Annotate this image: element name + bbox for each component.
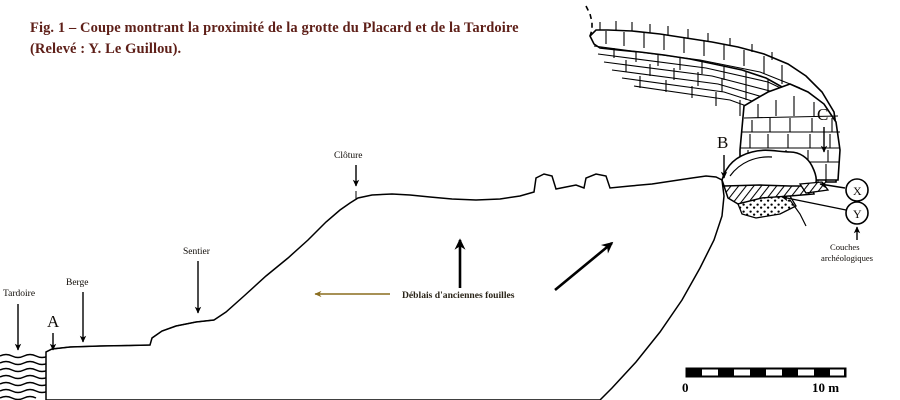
tardoire-label: Tardoire [3, 289, 35, 299]
couches-label-line2: archéologiques [821, 253, 874, 263]
archaeological-layer-y [737, 195, 807, 227]
point-c-label: C [817, 105, 828, 124]
scale-bar-segments [702, 369, 844, 376]
cloture-label: Clôture [334, 151, 363, 161]
caption-line-2: (Relevé : Y. Le Guillou). [30, 41, 182, 58]
terrain-slope [45, 173, 725, 400]
scale-bar: 0 10 m [682, 367, 847, 395]
couches-label-line1: Couches [830, 242, 860, 252]
label-tardoire: Tardoire [3, 289, 35, 351]
label-point-b: B [717, 133, 728, 179]
label-berge: Berge [66, 278, 89, 343]
deblais-label: Déblais d'anciennes fouilles [402, 290, 515, 301]
marker-y-circle [845, 201, 869, 225]
caption-line-1: Fig. 1 – Coupe montrant la proximité de … [30, 20, 519, 36]
marker-y-label: Y [853, 207, 862, 221]
scale-end-label: 10 m [812, 380, 839, 395]
deblais-diagonal-arrow [554, 241, 614, 292]
berge-label: Berge [66, 278, 89, 288]
scale-start-label: 0 [682, 380, 689, 395]
label-point-c: C [817, 105, 828, 153]
label-deblais: Déblais d'anciennes fouilles [314, 238, 614, 301]
label-sentier: Sentier [183, 247, 211, 314]
point-b-label: B [717, 133, 728, 152]
marker-x-leader [819, 181, 846, 189]
figure-caption: Fig. 1 – Coupe montrant la proximité de … [30, 18, 590, 60]
point-a-label: A [47, 312, 60, 331]
marker-x-circle [845, 178, 869, 202]
river-tardoire [0, 353, 49, 400]
marker-x-label: X [853, 184, 862, 198]
label-couches-archeologiques: Couches archéologiques [821, 226, 874, 263]
marker-y-leader [781, 195, 847, 211]
marker-x: X [819, 178, 869, 202]
sentier-label: Sentier [183, 247, 211, 257]
label-cloture: Clôture [334, 151, 363, 200]
label-point-a: A [47, 312, 60, 351]
marker-y: Y [781, 195, 869, 225]
